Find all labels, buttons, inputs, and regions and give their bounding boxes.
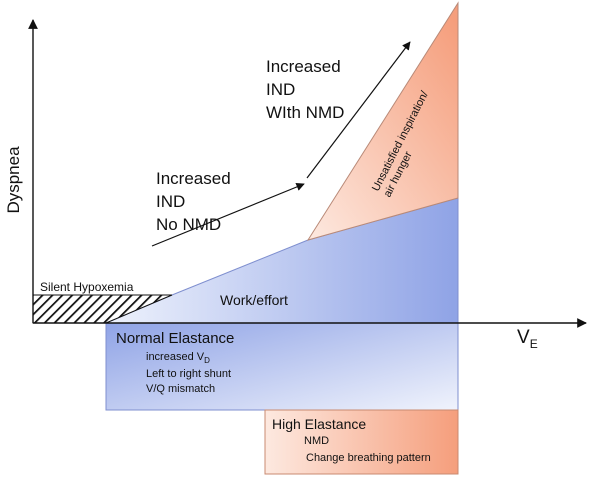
label-with-nmd-line3: WIth NMD — [266, 103, 344, 122]
air-hunger-region — [306, 1, 459, 241]
label-with-nmd-line2: IND — [266, 80, 295, 99]
arrow-increased-ind-no-nmd — [151, 182, 305, 247]
x-axis-label-main: V — [517, 327, 530, 348]
high-elastance-title: High Elastance — [272, 416, 366, 432]
y-axis-label: Dyspnea — [4, 146, 23, 214]
high-elastance-box — [264, 409, 459, 475]
silent-hypoxemia-label: Silent Hypoxemia — [40, 280, 134, 294]
label-no-nmd-line2: IND — [156, 192, 185, 211]
label-no-nmd-line3: No NMD — [156, 215, 221, 234]
normal-elastance-box — [105, 322, 459, 411]
normal-elastance-title: Normal Elastance — [116, 330, 234, 347]
high-elastance-line2: Change breathing pattern — [306, 452, 431, 464]
normal-elastance-line1: increased VD — [146, 351, 210, 365]
x-axis-label-sub: E — [530, 337, 538, 351]
x-axis-label: VE — [517, 327, 538, 351]
high-elastance-line1: NMD — [304, 435, 329, 447]
normal-elastance-line2: Left to right shunt — [146, 368, 231, 380]
label-with-nmd-line1: Increased — [266, 57, 341, 76]
work-effort-label: Work/effort — [220, 292, 288, 308]
label-no-nmd-line1: Increased — [156, 169, 231, 188]
normal-elastance-line3: V/Q mismatch — [146, 383, 215, 395]
arrow-increased-ind-with-nmd — [306, 41, 411, 179]
